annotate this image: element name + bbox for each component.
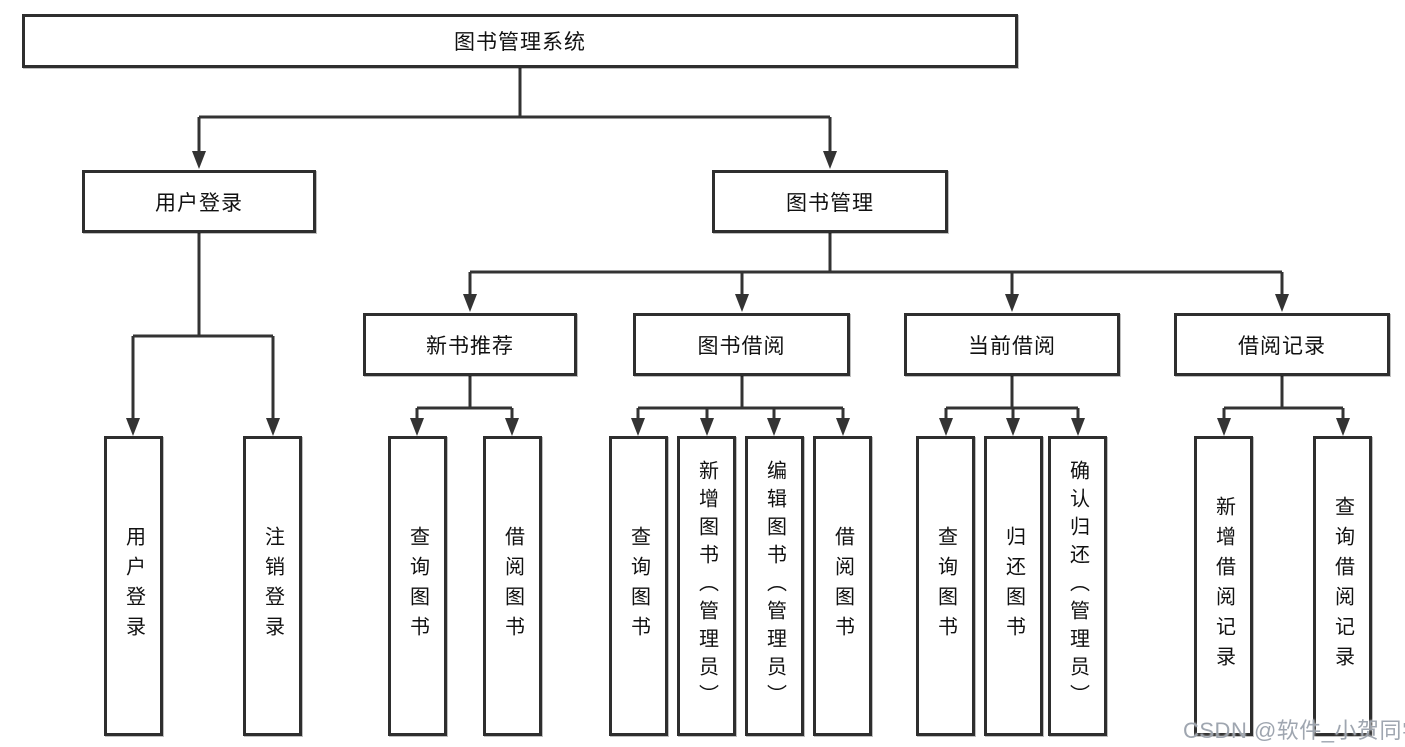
node-leaf-edit-book-admin: 编辑图书（管理员） bbox=[745, 436, 804, 736]
node-leaf-borrow-books-label: 借阅图书 bbox=[831, 526, 854, 646]
node-leaf-newbook-query-books: 查询图书 bbox=[388, 436, 447, 736]
node-leaf-add-book-admin-label: 新增图书（管理员） bbox=[695, 460, 718, 712]
node-user-login-label: 用户登录 bbox=[155, 191, 243, 215]
node-leaf-newbook-borrow-books-label: 借阅图书 bbox=[501, 526, 524, 646]
node-leaf-logout: 注销登录 bbox=[243, 436, 302, 736]
node-leaf-add-borrow-record: 新增借阅记录 bbox=[1194, 436, 1253, 736]
node-leaf-confirm-return-admin: 确认归还（管理员） bbox=[1048, 436, 1107, 736]
node-book-management: 图书管理 bbox=[712, 170, 948, 233]
node-library-system-label: 图书管理系统 bbox=[454, 31, 586, 54]
node-leaf-current-query-books-label: 查询图书 bbox=[934, 526, 957, 646]
node-current-borrowing-label: 当前借阅 bbox=[968, 334, 1056, 358]
node-leaf-newbook-borrow-books: 借阅图书 bbox=[483, 436, 542, 736]
node-leaf-add-book-admin: 新增图书（管理员） bbox=[677, 436, 736, 736]
node-leaf-user-login: 用户登录 bbox=[104, 436, 163, 736]
node-leaf-edit-book-admin-label: 编辑图书（管理员） bbox=[763, 460, 786, 712]
node-book-borrowing-label: 图书借阅 bbox=[697, 334, 786, 358]
node-leaf-query-borrow-record: 查询借阅记录 bbox=[1313, 436, 1372, 736]
node-leaf-add-borrow-record-label: 新增借阅记录 bbox=[1212, 496, 1235, 676]
node-leaf-current-query-books: 查询图书 bbox=[916, 436, 975, 736]
node-leaf-logout-label: 注销登录 bbox=[261, 526, 284, 646]
node-leaf-borrowing-query-books: 查询图书 bbox=[609, 436, 668, 736]
node-borrowing-records-label: 借阅记录 bbox=[1238, 334, 1326, 358]
node-leaf-confirm-return-admin-label: 确认归还（管理员） bbox=[1066, 460, 1089, 712]
node-leaf-query-borrow-record-label: 查询借阅记录 bbox=[1331, 496, 1354, 676]
node-new-book-recommend: 新书推荐 bbox=[363, 313, 577, 376]
node-leaf-borrow-books: 借阅图书 bbox=[813, 436, 872, 736]
node-new-book-recommend-label: 新书推荐 bbox=[426, 334, 514, 358]
node-borrowing-records: 借阅记录 bbox=[1174, 313, 1390, 376]
node-leaf-newbook-query-books-label: 查询图书 bbox=[406, 526, 429, 646]
node-current-borrowing: 当前借阅 bbox=[904, 313, 1120, 376]
node-leaf-return-books: 归还图书 bbox=[984, 436, 1043, 736]
node-leaf-return-books-label: 归还图书 bbox=[1002, 526, 1025, 646]
node-user-login: 用户登录 bbox=[82, 170, 316, 233]
node-leaf-borrowing-query-books-label: 查询图书 bbox=[627, 526, 650, 646]
node-leaf-user-login-label: 用户登录 bbox=[122, 526, 145, 646]
csdn-watermark: CSDN @软件_小贺同学 bbox=[1183, 718, 1405, 743]
node-book-borrowing: 图书借阅 bbox=[633, 313, 850, 376]
arrowhead-group bbox=[126, 151, 1350, 436]
node-book-management-label: 图书管理 bbox=[786, 191, 874, 215]
node-library-system: 图书管理系统 bbox=[22, 14, 1018, 68]
